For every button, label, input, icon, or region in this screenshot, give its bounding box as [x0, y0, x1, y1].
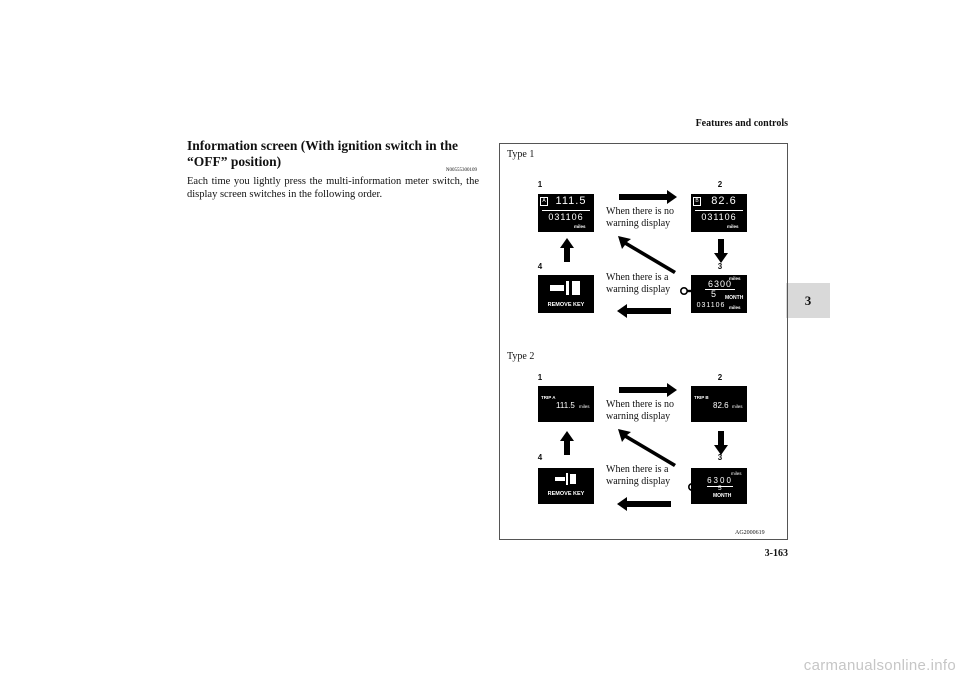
watermark: carmanualsonline.info — [803, 657, 956, 674]
wrench-icon — [688, 483, 707, 491]
unit-label-top: miles — [729, 276, 741, 281]
wrench-icon — [680, 287, 699, 295]
figure-code: AG2000619 — [735, 530, 765, 536]
chapter-tab: 3 — [786, 283, 830, 318]
arrow-up — [560, 431, 574, 455]
caption-no-warning: When there is no warning display — [606, 399, 675, 422]
service-distance: 6300 — [707, 476, 733, 485]
divider — [542, 210, 590, 211]
step-number-3: 3 — [717, 262, 723, 271]
step-number-4: 4 — [537, 453, 543, 462]
screen-trip-a: A 111.5 031106 miles — [538, 194, 594, 232]
trip-value: 111.5 — [556, 401, 575, 410]
caption-warning: When there is a warning display — [606, 272, 671, 295]
step-number-1: 1 — [537, 373, 543, 382]
arrow-left — [617, 497, 671, 511]
trip-label: TRIP A — [541, 395, 556, 400]
service-months: 5 — [718, 485, 722, 492]
arrow-down — [714, 431, 728, 455]
step-number-3: 3 — [717, 453, 723, 462]
service-distance: 6300 — [707, 279, 733, 289]
trip-value: 82.6 — [713, 401, 729, 410]
unit-label: miles — [729, 305, 741, 310]
arrow-left — [617, 304, 671, 318]
type-2-label: Type 2 — [507, 351, 535, 362]
running-header: Features and controls — [695, 118, 788, 129]
step-number-4: 4 — [537, 262, 543, 271]
divider — [707, 486, 733, 487]
month-label: MONTH — [713, 493, 732, 499]
arrow-up — [560, 238, 574, 262]
arrow-right — [619, 190, 677, 204]
unit-label: miles — [732, 404, 743, 409]
arrow-down — [714, 239, 728, 263]
trip-label: TRIP B — [694, 395, 709, 400]
step-number-2: 2 — [717, 180, 723, 189]
trip-value: 82.6 — [711, 195, 737, 207]
step-number-1: 1 — [537, 180, 543, 189]
type-1-label: Type 1 — [507, 149, 535, 160]
section-code: N00555300109 — [445, 168, 477, 173]
page-number: 3-163 — [764, 548, 788, 559]
odometer-value: 031106 — [548, 212, 584, 222]
unit-label: miles — [574, 224, 586, 229]
odometer-value: 031106 — [696, 302, 726, 309]
unit-label: miles — [579, 404, 590, 409]
trip-badge: B — [693, 197, 701, 206]
section-title: Information screen (With ignition switch… — [187, 138, 459, 169]
arrow-diagonal — [618, 429, 676, 467]
display-sequence-figure: Type 1 1 2 3 4 A 111.5 031106 miles B 82… — [499, 143, 788, 540]
screen-service-reminder: miles 6300 5 MONTH — [691, 468, 747, 504]
unit-label: miles — [727, 224, 739, 229]
key-icon — [550, 281, 580, 295]
screen-remove-key: REMOVE KEY — [538, 275, 594, 313]
unit-label-top: miles — [731, 471, 742, 476]
trip-value: 111.5 — [555, 195, 587, 207]
screen-trip-b: B 82.6 031106 miles — [691, 194, 747, 232]
caption-no-warning: When there is no warning display — [606, 206, 675, 229]
trip-badge: A — [540, 197, 548, 206]
divider — [695, 210, 743, 211]
screen-remove-key: REMOVE KEY — [538, 468, 594, 504]
remove-key-text: REMOVE KEY — [547, 302, 585, 308]
screen-trip-a: TRIP A 111.5 miles — [538, 386, 594, 422]
key-icon — [555, 473, 576, 485]
arrow-diagonal — [618, 236, 676, 274]
odometer-value: 031106 — [701, 212, 737, 222]
service-months: 5 — [711, 289, 717, 299]
body-paragraph: Each time you lightly press the multi-in… — [187, 176, 479, 200]
step-number-2: 2 — [717, 373, 723, 382]
screen-service-reminder: miles 6300 5 MONTH 031106 miles — [691, 275, 747, 313]
month-label: MONTH — [725, 295, 744, 301]
screen-trip-b: TRIP B 82.6 miles — [691, 386, 747, 422]
remove-key-text: REMOVE KEY — [547, 491, 585, 497]
divider — [705, 289, 735, 290]
caption-warning: When there is a warning display — [606, 464, 671, 487]
arrow-right — [619, 383, 677, 397]
